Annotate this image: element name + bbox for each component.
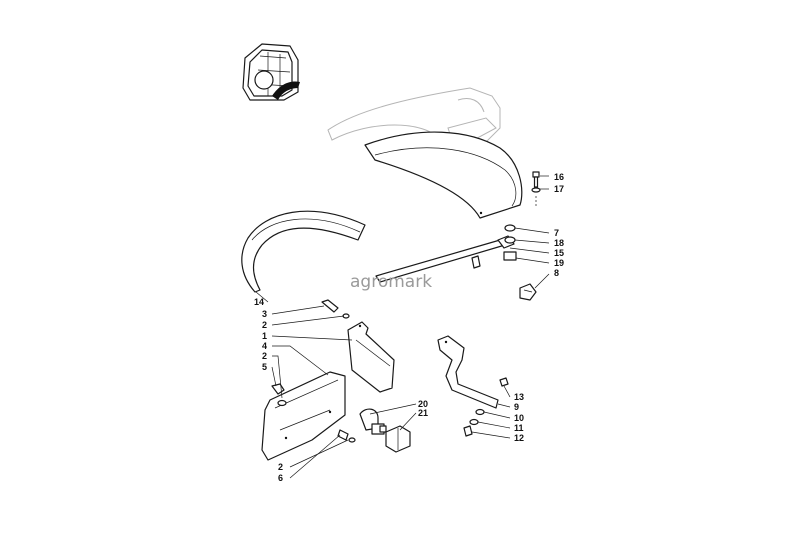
callout-2-lower: 2 [278, 462, 283, 472]
callout-11: 11 [514, 423, 524, 433]
callout-18: 18 [554, 238, 564, 248]
callout-10: 10 [514, 413, 524, 423]
washer-stack [503, 224, 517, 261]
clip-8 [519, 283, 537, 301]
callout-19: 19 [554, 258, 564, 268]
callout-3: 3 [262, 309, 267, 319]
reflector-20 [359, 408, 387, 435]
callout-8: 8 [554, 268, 559, 278]
callout-13: 13 [514, 392, 524, 402]
callout-labels: 16 17 7 18 15 19 8 14 3 2 1 4 2 5 20 21 … [254, 172, 564, 483]
callout-20: 20 [418, 399, 428, 409]
callout-17: 17 [554, 184, 564, 194]
callout-12: 12 [514, 433, 524, 443]
watermark-text: agromark [350, 272, 432, 292]
callout-4: 4 [262, 341, 267, 351]
bolt-6 [337, 429, 356, 443]
hardware-13 [499, 377, 509, 387]
bolt-3 [321, 299, 350, 319]
mud-flap [347, 321, 395, 393]
callout-15: 15 [554, 248, 564, 258]
bolt-16 [531, 171, 541, 206]
leader-lines [255, 175, 550, 479]
callout-6: 6 [278, 473, 283, 483]
bracket-9 [437, 335, 499, 409]
callout-5: 5 [262, 362, 267, 372]
wheel-fender-arc [241, 210, 366, 293]
callout-7: 7 [554, 228, 559, 238]
callout-21: 21 [418, 408, 428, 418]
callout-9: 9 [514, 402, 519, 412]
grommet-21 [385, 425, 411, 453]
callout-1: 1 [262, 331, 267, 341]
callout-16: 16 [554, 172, 564, 182]
rear-fender-panel [364, 131, 523, 219]
callout-14: 14 [254, 297, 264, 307]
tractor-cab-thumbnail [242, 43, 300, 101]
support-bar [375, 235, 515, 283]
callout-2-upper: 2 [262, 320, 267, 330]
callout-2-middle: 2 [262, 351, 267, 361]
hardware-10-11-12 [463, 408, 485, 437]
